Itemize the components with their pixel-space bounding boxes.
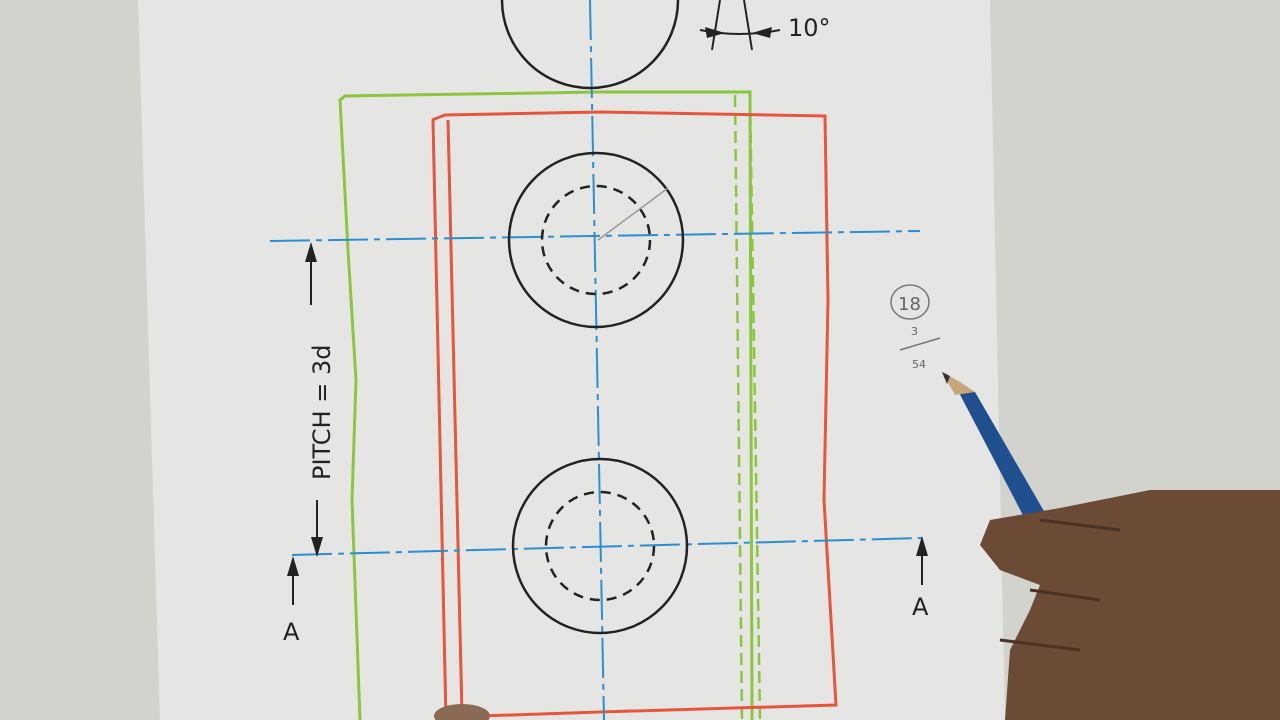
angle-label: 10°: [788, 14, 831, 42]
rivet-head-upper: [507, 151, 685, 329]
inner-plate-edge: [446, 119, 464, 716]
rivet-top-partial: [500, 0, 680, 90]
arrow-icon: [752, 27, 772, 38]
pencil-note-numerator: 3: [911, 325, 918, 338]
rivet-head-lower: [511, 457, 689, 635]
arrow-icon: [705, 27, 725, 38]
inner-plate-outline: [431, 110, 838, 718]
rivet-shank-upper: [540, 184, 652, 296]
fraction-bar: [899, 337, 941, 351]
horizontal-centerline-upper: [269, 230, 921, 242]
hand: [980, 490, 1280, 720]
arrow-up-icon: [305, 242, 317, 262]
paper-sheet: [138, 0, 1005, 720]
section-label-right: A: [912, 593, 929, 621]
section-label-left: A: [283, 618, 300, 646]
left-fingertip: [434, 704, 490, 720]
arrow-up-icon: [287, 556, 299, 576]
vertical-centerline: [589, 0, 605, 720]
inner-plate-edge: [431, 119, 448, 720]
finger-shading: [999, 518, 1121, 652]
horizontal-centerline-lower: [291, 537, 923, 556]
pencil-note-denominator: 54: [912, 358, 926, 371]
pencil-lead: [942, 372, 950, 384]
outer-plate-outline: [338, 90, 754, 720]
pencil-note-circled: 18: [898, 294, 921, 315]
radius-pencil-line: [597, 187, 669, 241]
arrow-down-icon: [311, 537, 323, 557]
outer-plate-hidden-edge: [748, 94, 762, 720]
rivet-shank-lower: [544, 490, 656, 602]
pencil-tip: [942, 372, 975, 395]
outer-plate-hidden-edge: [733, 94, 744, 720]
pitch-label: PITCH = 3d: [308, 345, 336, 480]
arrow-up-icon: [916, 536, 928, 556]
circled-note-ring: [890, 284, 930, 320]
